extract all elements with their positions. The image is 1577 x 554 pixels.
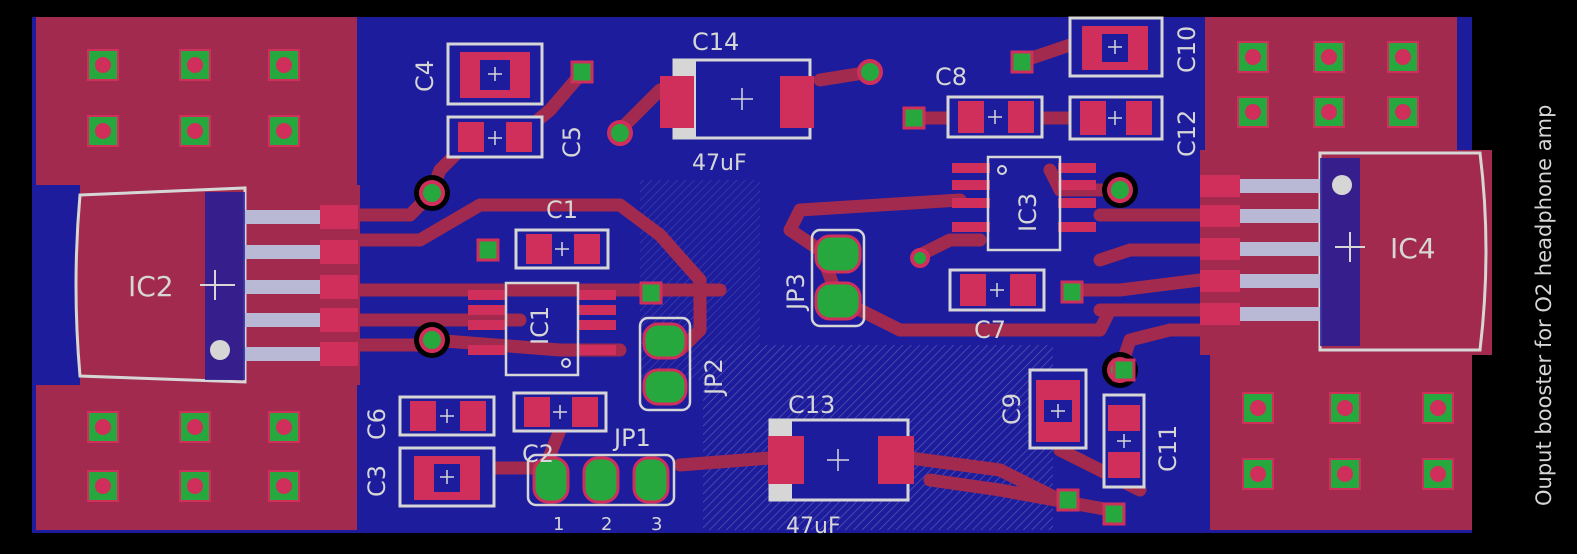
- label-jp2: JP2: [700, 358, 728, 397]
- capacitor-c1: [514, 228, 610, 270]
- label-c1: C1: [546, 196, 578, 224]
- zone-vias: [87, 41, 1454, 502]
- label-ic3: IC3: [1014, 193, 1042, 232]
- label-jp1-pin3: 3: [651, 514, 662, 535]
- jumper-jp2-outline: [638, 316, 692, 412]
- copper-zone-bottom-right: [1210, 355, 1472, 530]
- label-ic2: IC2: [128, 270, 174, 303]
- ic3-package: [952, 155, 1096, 252]
- ic2-package: [74, 186, 358, 384]
- ic4-package: [1200, 151, 1488, 352]
- label-c4: C4: [411, 60, 439, 92]
- label-c10: C10: [1173, 26, 1201, 73]
- label-jp1-pin2: 2: [601, 514, 612, 535]
- capacitor-c14: [660, 58, 814, 140]
- signal-vias: [414, 50, 1138, 526]
- label-c12: C12: [1173, 110, 1201, 157]
- label-c14-value: 47uF: [692, 151, 747, 176]
- silkscreen-labels: IC2 IC4 IC1 IC3 C1 C2 C3 C4 C5 C6 C7 C8 …: [128, 26, 1556, 539]
- label-jp1-pin1: 1: [553, 514, 564, 535]
- label-c14: C14: [692, 28, 739, 56]
- label-c2: C2: [522, 440, 554, 468]
- label-c7: C7: [974, 316, 1006, 344]
- copper-zone-top-left: [36, 17, 357, 185]
- copper-zone-top-right: [1205, 17, 1457, 150]
- label-jp1: JP1: [612, 424, 651, 452]
- label-jp3: JP3: [782, 273, 810, 312]
- label-c13-value: 47uF: [786, 514, 841, 539]
- label-c5: C5: [558, 126, 586, 158]
- label-c9: C9: [998, 393, 1026, 425]
- board-title: Ouput booster for O2 headphone amp: [1532, 105, 1556, 506]
- copper-zone-bottom-left: [36, 385, 357, 530]
- label-c13: C13: [788, 391, 835, 419]
- label-ic1: IC1: [526, 306, 554, 345]
- label-c11: C11: [1154, 425, 1182, 472]
- label-c3: C3: [363, 465, 391, 497]
- smd-capacitors: [398, 16, 1164, 508]
- capacitor-c4: [446, 42, 544, 106]
- label-c6: C6: [363, 408, 391, 440]
- label-c8: C8: [935, 63, 967, 91]
- label-ic4: IC4: [1390, 232, 1436, 265]
- ic1-package: [468, 281, 616, 377]
